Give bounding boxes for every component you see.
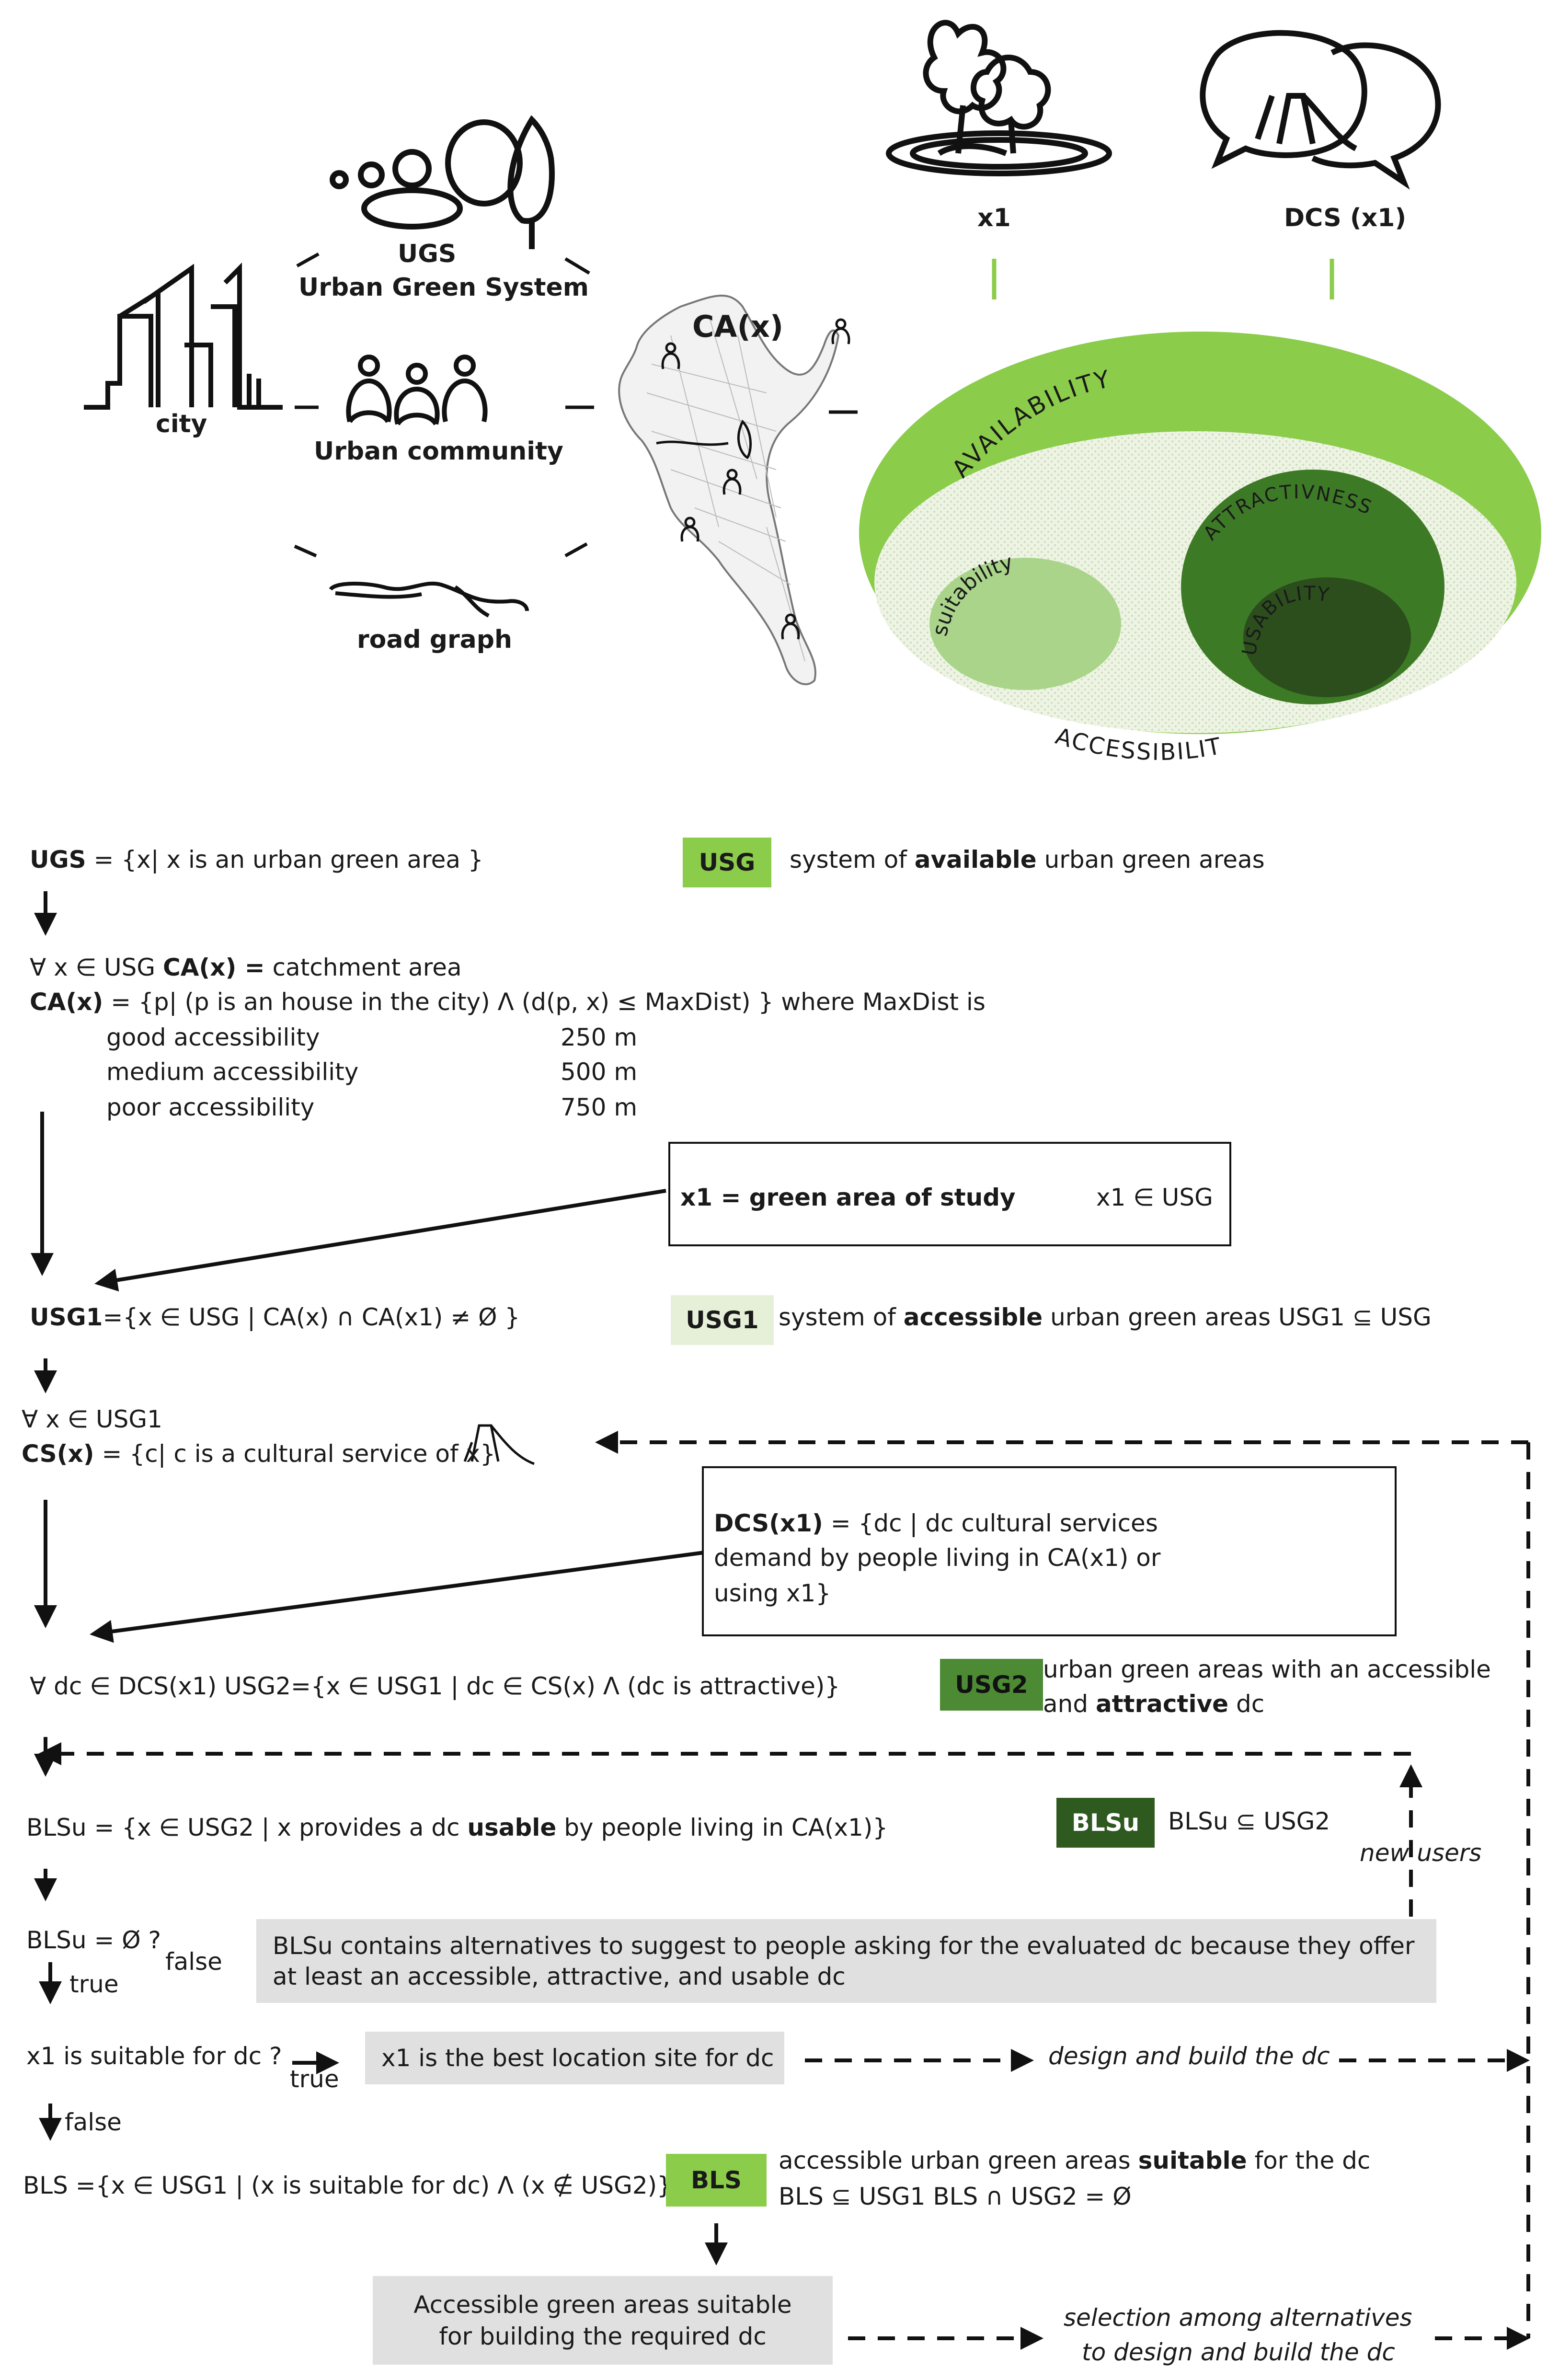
- city-icon: [84, 262, 283, 410]
- blsu-alternatives-box: BLSu contains alternatives to suggest to…: [256, 1919, 1436, 2003]
- green-ticks: [992, 259, 1334, 299]
- ugs-definition: UGS = {x| x is an urban green area }: [30, 846, 483, 874]
- venn-diagram: [859, 332, 1541, 734]
- usg2-line-2: and attractive dc: [1043, 1690, 1265, 1718]
- acc-poor: poor accessibility: [106, 1093, 315, 1121]
- selection-line-1: selection among alternatives: [1064, 2304, 1412, 2332]
- final-suitable-box: Accessible green areas suitable for buil…: [373, 2276, 833, 2365]
- catchment-map: [618, 295, 850, 686]
- blsu-tag: BLSu: [1056, 1798, 1155, 1848]
- acc-good-value: 250 m: [561, 1023, 638, 1051]
- cs-definition: CS(x) = {c| c is a cultural service of x…: [22, 1440, 495, 1468]
- blsu-box-line-2: at least an accessible, attractive, and …: [273, 1962, 846, 1990]
- usg1-description: system of accessible urban green areas U…: [779, 1303, 1432, 1331]
- bls-tag: BLS: [666, 2154, 767, 2207]
- forall-usg: ∀ x ∈ USG CA(x) = catchment area: [30, 954, 462, 981]
- best-site-text: x1 is the best location site for dc: [381, 2044, 774, 2072]
- acc-medium: medium accessibility: [106, 1058, 359, 1086]
- road-graph-icon: [329, 581, 529, 618]
- dashed-arrows: [38, 1431, 1530, 2350]
- blsu-definition: BLSu = {x ∈ USG2 | x provides a dc usabl…: [26, 1814, 888, 1841]
- ca-definition: CA(x) = {p| (p is an house in the city) …: [30, 988, 986, 1016]
- slide-icon: [463, 1424, 535, 1465]
- acc-poor-value: 750 m: [561, 1093, 638, 1121]
- suitability-ellipse: [929, 558, 1121, 690]
- false-label-1: false: [165, 1948, 222, 1976]
- usg-description: system of available urban green areas: [790, 846, 1265, 874]
- ugs-sub-label: Urban Green System: [298, 273, 589, 302]
- x1-box-text: x1 = green area of study: [680, 1184, 1016, 1211]
- ugs-icon: [330, 115, 555, 249]
- dcs-line-2: demand by people living in CA(x1) or: [714, 1544, 1161, 1572]
- true-label-2: true: [290, 2065, 339, 2093]
- blsu-empty-question: BLSu = Ø ?: [26, 1926, 161, 1954]
- bls-line-2: BLS ⊆ USG1 BLS ∩ USG2 = Ø: [779, 2183, 1132, 2210]
- bls-line-1: accessible urban green areas suitable fo…: [779, 2147, 1371, 2174]
- x1-box-member: x1 ∈ USG: [1096, 1184, 1213, 1211]
- connector-ticks: [294, 252, 858, 558]
- acc-good: good accessibility: [106, 1023, 320, 1051]
- blsu-subset: BLSu ⊆ USG2: [1168, 1807, 1330, 1835]
- acc-medium-value: 500 m: [561, 1058, 638, 1086]
- dcs-line-3: using x1}: [714, 1579, 831, 1607]
- x1-definition-box: [668, 1142, 1231, 1246]
- blsu-box-line-1: BLSu contains alternatives to suggest to…: [273, 1932, 1415, 1960]
- ca-label: CA(x): [692, 309, 784, 344]
- usg2-tag: USG2: [940, 1659, 1043, 1711]
- dcs-line-1: DCS(x1) = {dc | dc cultural services: [714, 1509, 1158, 1537]
- road-graph-label: road graph: [357, 625, 512, 654]
- true-label-1: true: [69, 1970, 119, 1998]
- usg2-definition: ∀ dc ∈ DCS(x1) USG2={x ∈ USG1 | dc ∈ CS(…: [30, 1672, 840, 1700]
- community-icon: [346, 355, 488, 426]
- x1-icon: [886, 20, 1112, 176]
- community-label: Urban community: [314, 437, 563, 466]
- usg1-tag: USG1: [671, 1295, 774, 1345]
- usg1-definition: USG1={x ∈ USG | CA(x) ∩ CA(x1) ≠ Ø }: [30, 1303, 520, 1331]
- forall-usg1: ∀ x ∈ USG1: [22, 1405, 162, 1433]
- dcs-definition-box: [702, 1466, 1397, 1636]
- new-users-label: new users: [1360, 1839, 1482, 1867]
- ugs-label: UGS: [398, 240, 457, 268]
- x1-suitable-question: x1 is suitable for dc ?: [26, 2042, 282, 2070]
- best-site-box: x1 is the best location site for dc: [365, 2032, 784, 2084]
- usg-tag: USG: [683, 838, 771, 887]
- bls-definition: BLS ={x ∈ USG1 | (x is suitable for dc) …: [23, 2172, 672, 2199]
- dcs-label: DCS (x1): [1284, 204, 1407, 232]
- false-label-2: false: [65, 2108, 122, 2136]
- design-build-label: design and build the dc: [1048, 2042, 1330, 2070]
- selection-line-2: to design and build the dc: [1082, 2338, 1395, 2366]
- city-label: city: [156, 410, 207, 438]
- x1-label: x1: [977, 204, 1011, 232]
- usg2-line-1: urban green areas with an accessible: [1043, 1656, 1491, 1683]
- final-box-line-1: Accessible green areas suitable: [413, 2290, 792, 2319]
- usability-ellipse: [1243, 577, 1411, 697]
- final-box-line-2: for building the required dc: [439, 2322, 767, 2350]
- dcs-icon: [1200, 30, 1441, 190]
